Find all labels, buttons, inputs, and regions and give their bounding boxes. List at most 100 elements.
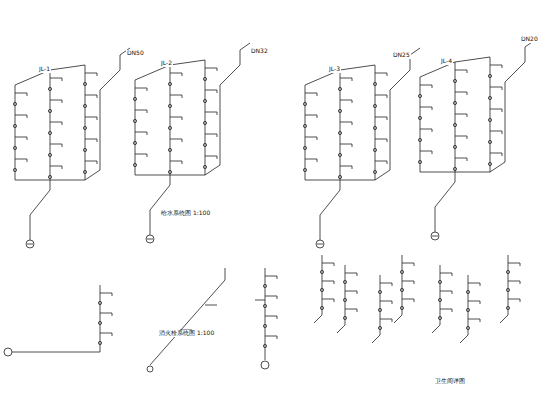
pipe [135,132,147,133]
pipe [432,236,438,237]
pipe-label: JL-1 [38,66,51,73]
pipe-marker [98,341,101,344]
pipe [414,299,415,302]
pipe [520,299,521,302]
pipe [170,139,182,140]
pipe-marker [98,321,101,324]
pipe [410,48,420,55]
pipe [225,268,226,280]
pipe [170,117,182,118]
pipe [375,73,387,74]
pipe [322,281,334,282]
drawing-title: 消火栓系统图 1:100 [158,330,215,337]
pipe-marker [506,288,509,291]
pipe-marker [48,131,51,134]
pipe [387,95,388,98]
pipe [455,70,467,71]
pipe [305,115,317,116]
pipe [205,90,217,91]
pipe [490,131,502,132]
pipe [27,93,28,96]
pipe [505,82,506,162]
pipe [420,85,432,86]
pipe-marker [168,104,171,107]
pipe [100,293,112,294]
pipe [277,276,278,279]
pipe [147,88,148,91]
pipe [255,300,265,301]
pipe [380,283,392,284]
pipe-marker [263,284,266,287]
pipe-marker [168,82,171,85]
pipe [392,301,393,304]
pipe-marker [320,288,323,291]
pipe-marker [83,148,86,151]
pipe [502,131,503,134]
pipe-marker [378,308,381,311]
pipe [217,68,218,71]
pipe [182,161,183,164]
pipe [97,139,98,142]
pipe [387,117,388,120]
pipe-marker [453,79,456,82]
pipe [502,153,503,156]
pipe [402,299,414,300]
pipe [414,281,415,284]
pipe-marker [83,170,86,173]
pipe-marker [453,145,456,148]
pipe-marker [147,366,153,372]
pipe [322,299,334,300]
pipe [15,115,27,116]
pipe-marker [13,124,16,127]
pipe-marker [316,240,324,248]
pipe [62,122,63,125]
pipe-marker [438,280,441,283]
pipe [375,161,387,162]
pipe-marker [373,148,376,151]
pipe [15,85,16,180]
pipe [467,158,468,161]
pipe-marker [400,288,403,291]
pipe [50,100,62,101]
pipe [455,62,456,182]
pipe [345,291,357,292]
pipe [100,333,112,334]
pipe [357,273,358,276]
pipe-marker [418,116,421,119]
pipe [147,239,153,240]
pipe [15,159,27,160]
pipe [468,283,480,284]
pipe [345,309,357,310]
pipe [170,65,171,185]
pipe-marker [488,118,491,121]
pipe-marker [506,270,509,273]
pipe [27,137,28,140]
pipe [387,161,388,164]
pipe-lines [4,40,535,372]
pipe [402,263,414,264]
pipe [97,95,98,98]
pipe [317,159,318,162]
pipe [112,333,113,336]
pipe [50,70,51,190]
pipe [375,117,387,118]
pipe-marker [320,270,323,273]
pipe-marker [203,77,206,80]
pipe [182,95,183,98]
pipe [150,210,151,235]
pipe [170,73,182,74]
pipe [305,93,317,94]
pipe [345,273,357,274]
pipe [420,107,432,108]
pipe-marker [133,119,136,122]
pipe-label: DN20 [520,36,539,43]
pipe [505,62,525,82]
pipe-marker [263,324,266,327]
pipe [85,95,97,96]
pipe-label: JL-2 [160,60,173,67]
pipe [150,185,170,210]
pipe-marker [373,126,376,129]
pipe-marker [261,361,269,369]
pipe [205,112,217,113]
pipe [387,139,388,142]
